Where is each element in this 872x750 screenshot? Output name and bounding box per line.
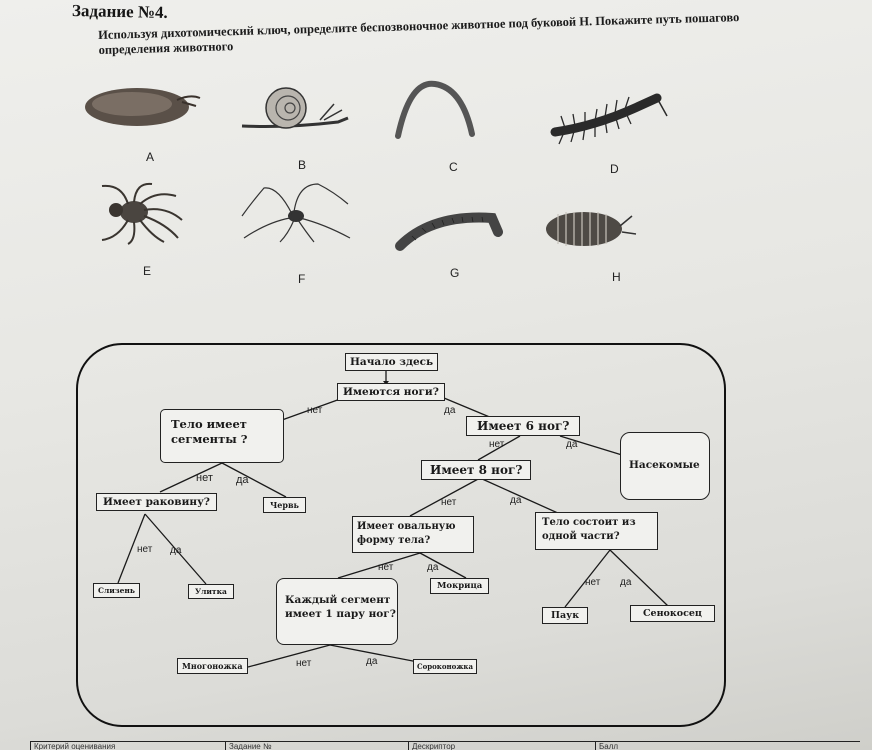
branch-yes-six: да bbox=[566, 439, 578, 450]
key-worm-box: Червь bbox=[263, 497, 306, 513]
branch-no-one-part: нет bbox=[585, 577, 601, 588]
slug-icon bbox=[85, 88, 201, 126]
one-part-line-1: Тело состоит из bbox=[542, 517, 636, 528]
branch-yes-legs: да bbox=[444, 405, 456, 416]
branch-yes-pair-legs: да bbox=[366, 656, 378, 667]
branch-yes-shell: да bbox=[170, 545, 182, 556]
oval-body-line-1: Имеет овальную bbox=[357, 521, 456, 532]
animal-label-e: E bbox=[143, 264, 152, 278]
footer-descriptor: Дескриптор bbox=[408, 742, 592, 750]
snail-icon bbox=[241, 87, 349, 129]
animal-label-h: H bbox=[612, 270, 621, 284]
key-snail-box: Улитка bbox=[188, 584, 234, 599]
key-eight-legs-box: Имеет 8 ног? bbox=[421, 460, 532, 480]
branch-no-six: нет bbox=[489, 439, 505, 450]
animal-label-b: B bbox=[298, 158, 307, 172]
key-has-legs-box: Имеются ноги? bbox=[337, 383, 445, 401]
worm-icon bbox=[395, 80, 475, 139]
key-start-box: Начало здесь bbox=[345, 353, 439, 371]
branch-yes-one-part: да bbox=[620, 577, 632, 588]
key-oval-body-box: Имеет овальную форму тела? bbox=[352, 516, 474, 553]
body-segments-line-1: Тело имеет bbox=[171, 417, 247, 431]
branch-yes-eight: да bbox=[510, 495, 522, 506]
footer-task-number: Задание № bbox=[225, 742, 399, 750]
footer-score: Балл bbox=[595, 742, 859, 750]
branch-no-oval: нет bbox=[378, 562, 394, 573]
key-one-part-box: Тело состоит из одной части? bbox=[535, 512, 658, 550]
spider-icon bbox=[101, 182, 183, 245]
footer-criterion: Критерий оценивания bbox=[30, 742, 224, 750]
key-woodlouse-box: Мокрица bbox=[430, 578, 490, 594]
animal-label-f: F bbox=[298, 272, 306, 286]
key-spider-box: Паук bbox=[542, 607, 589, 624]
key-pair-legs-box: Каждый сегмент имеет 1 пару ног? bbox=[276, 578, 398, 645]
animal-label-c: C bbox=[449, 160, 458, 174]
key-insects-box: Насекомые bbox=[620, 432, 710, 500]
branch-yes-segments: да bbox=[236, 474, 249, 486]
branch-no-segments: нет bbox=[196, 472, 213, 484]
pair-legs-line-2: имеет 1 пару ног? bbox=[285, 608, 396, 620]
key-harvestman-box: Сенокосец bbox=[630, 605, 715, 622]
woodlouse-icon bbox=[546, 212, 637, 246]
key-centipede-box: Сороконожка bbox=[413, 659, 477, 674]
pair-legs-line-1: Каждый сегмент bbox=[285, 594, 391, 606]
one-part-line-2: одной части? bbox=[542, 531, 620, 542]
animal-label-d: D bbox=[610, 162, 619, 176]
dichotomous-key-frame bbox=[76, 343, 726, 727]
branch-no-eight: нет bbox=[441, 497, 457, 508]
assessment-table-header: Критерий оценивания Задание № Дескриптор… bbox=[30, 741, 860, 750]
branch-yes-oval: да bbox=[427, 562, 439, 573]
branch-no-shell: нет bbox=[137, 544, 153, 555]
key-slug-box: Слизень bbox=[93, 583, 140, 598]
branch-no-pair-legs: нет bbox=[296, 658, 312, 669]
animal-label-a: A bbox=[146, 150, 155, 164]
oval-body-line-2: форму тела? bbox=[357, 535, 431, 546]
branch-no-legs: нет bbox=[307, 405, 323, 416]
millipede-icon bbox=[395, 212, 503, 251]
key-body-segments-box: Тело имеет сегменты ? bbox=[160, 409, 284, 463]
centipede-icon bbox=[550, 93, 668, 145]
key-has-shell-box: Имеет раковину? bbox=[96, 493, 217, 511]
animal-label-g: G bbox=[450, 266, 460, 280]
body-segments-line-2: сегменты ? bbox=[171, 432, 248, 446]
key-millipede-box: Многоножка bbox=[177, 658, 248, 674]
key-six-legs-box: Имеет 6 ног? bbox=[466, 416, 581, 436]
harvestman-icon bbox=[241, 183, 351, 243]
